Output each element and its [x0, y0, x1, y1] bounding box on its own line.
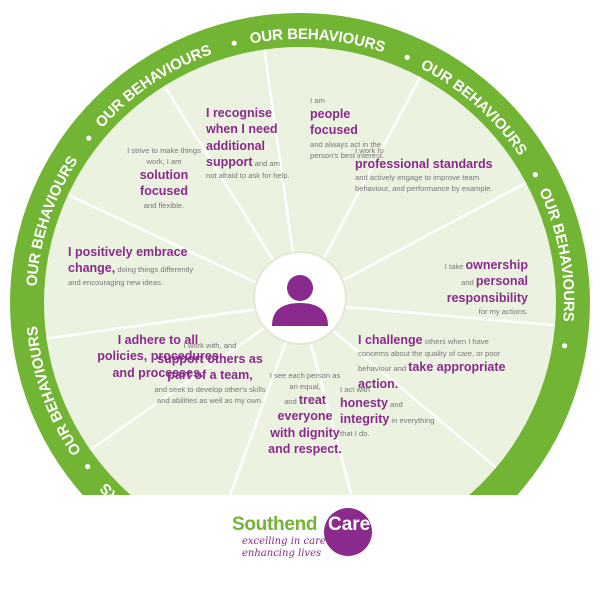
segment-challenge: I challenge others when I have concerns … [358, 333, 506, 391]
segment-professional-standards: I work to professional standards and act… [355, 146, 493, 194]
ring-dot [562, 343, 568, 349]
logo-care: Care [328, 514, 371, 535]
bottom-white-band [0, 495, 600, 595]
logo-brand: Southend [232, 514, 318, 535]
logo-tagline-2: enhancing lives [242, 548, 322, 559]
segment-embrace-change: I positively embrace change, doing thing… [68, 245, 194, 287]
segment-ownership: I take ownership and personal responsibi… [444, 258, 528, 316]
ring-dot [231, 40, 237, 46]
segment-dignity: I see each person as an equal, and treat… [268, 371, 342, 456]
ring-dot [86, 135, 92, 141]
segment-divider [44, 301, 301, 346]
segment-divider [53, 301, 301, 477]
segment-divider [299, 161, 556, 305]
ring-dot [85, 464, 91, 470]
segment-divider [299, 302, 531, 497]
ring-dot [532, 172, 538, 178]
segment-support-others: I work with, and support others as part … [154, 341, 266, 405]
segment-honesty: I act with honesty and integrity in ever… [340, 385, 435, 438]
segment-people-focused: I am people focused and always act in th… [310, 96, 385, 160]
ring-dot [404, 54, 410, 61]
logo-care-circle [324, 508, 372, 556]
segment-solution-focused: I strive to make things work, I am solut… [127, 146, 201, 210]
southend-care-logo: Southend Care excelling in care enhancin… [228, 508, 378, 562]
person-icon [272, 275, 328, 326]
segment-need-support: I recognise when I need additional suppo… [206, 106, 290, 180]
segment-divider [44, 175, 301, 305]
segment-divider [299, 301, 556, 331]
segment-policies: I adhere to all policies, procedures and… [97, 333, 219, 380]
logo-tagline-1: excelling in care [242, 536, 326, 547]
